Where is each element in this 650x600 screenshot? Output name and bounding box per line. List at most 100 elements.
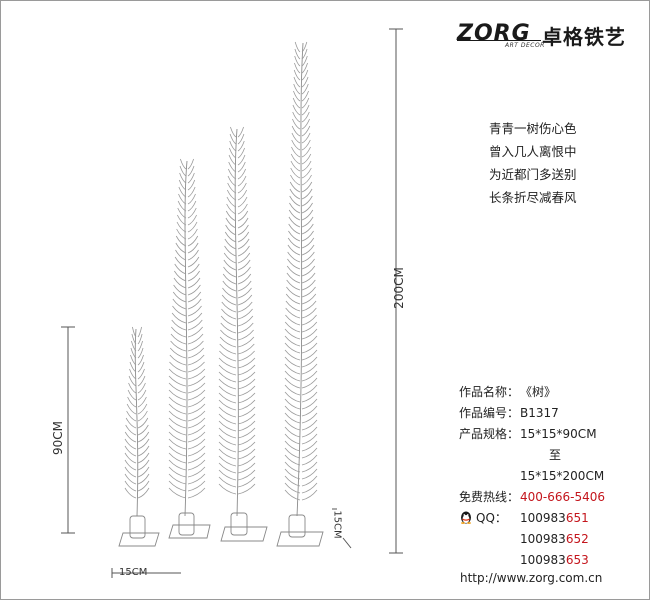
product-info: 作品名称：《树》 作品编号：B1317 产品规格：15*15*90CM 至 15… xyxy=(459,382,605,571)
tree-branch xyxy=(237,364,256,376)
tree-branch xyxy=(237,413,256,425)
tree-branch xyxy=(218,469,237,481)
tree-branch xyxy=(230,126,237,138)
tree-branch xyxy=(301,412,318,424)
tree-branch xyxy=(301,62,308,74)
tree-branch xyxy=(301,76,309,88)
qq-penguin-icon xyxy=(461,511,471,524)
tree-branch xyxy=(169,354,187,366)
tree-branch xyxy=(289,195,301,207)
tree-branch xyxy=(289,188,301,200)
tree-branch xyxy=(218,399,237,411)
tree-branch xyxy=(187,417,206,429)
brand-logo: ZORG ART DECOR 卓格铁艺 xyxy=(457,19,642,49)
tree-branch xyxy=(301,111,310,123)
tree-branch xyxy=(137,466,150,478)
tree-branch xyxy=(187,172,195,184)
tree-branch xyxy=(237,189,248,201)
tree-branch xyxy=(187,361,205,373)
tree-branch xyxy=(237,462,256,474)
tree-branch xyxy=(221,308,237,320)
tree-branch xyxy=(292,104,301,116)
tree-branch xyxy=(218,385,237,397)
tree-branch xyxy=(301,202,313,214)
qq-row-2: 100983652 xyxy=(459,529,605,550)
tree-branch xyxy=(301,174,312,186)
tree-branch xyxy=(187,438,206,450)
tree-branch xyxy=(168,382,187,394)
tree-branch xyxy=(137,340,143,352)
tree-branch xyxy=(218,378,237,390)
tree-branch xyxy=(287,251,301,263)
tree-branch xyxy=(187,298,202,310)
tree-branch xyxy=(178,193,187,205)
tree-branch xyxy=(187,305,202,317)
tree-branch xyxy=(290,167,301,179)
tree-branch xyxy=(169,347,187,359)
tree-branch xyxy=(237,287,252,299)
tree-branch xyxy=(237,483,256,495)
tree-branch xyxy=(187,452,206,464)
tree-branch xyxy=(301,153,312,165)
tree-branch xyxy=(237,273,252,285)
qq-number-1[interactable]: 100983651 xyxy=(520,511,589,525)
tree-branch xyxy=(187,277,201,289)
tree-branch xyxy=(187,431,206,443)
tree-branch xyxy=(219,350,237,362)
tree-branch xyxy=(289,202,301,214)
tree-branch xyxy=(177,200,187,212)
tree-branch xyxy=(301,342,318,354)
tree-branch xyxy=(137,368,145,380)
tree-branch xyxy=(301,195,313,207)
tree-branch xyxy=(179,158,187,170)
tree-branch xyxy=(301,335,318,347)
product-name-row: 作品名称：《树》 xyxy=(459,382,605,403)
tree-branch xyxy=(227,182,237,194)
tree-branch xyxy=(284,489,301,501)
tree-branch xyxy=(237,231,250,243)
tree-branch xyxy=(301,328,318,340)
tree-branch xyxy=(187,375,206,387)
tree-branch xyxy=(218,371,237,383)
tree-branch xyxy=(187,424,206,436)
tree-branch xyxy=(222,287,237,299)
tree-branch xyxy=(288,209,301,221)
tree-branch xyxy=(301,468,318,480)
tree-branch xyxy=(129,368,137,380)
tree-branch xyxy=(301,475,318,487)
tree-branch xyxy=(187,242,199,254)
tree-branch xyxy=(284,370,301,382)
tree-branch xyxy=(286,286,301,298)
tree-branch xyxy=(237,182,247,194)
tree-branch xyxy=(171,312,187,324)
hotline-row: 免费热线：400-666-5406 xyxy=(459,487,605,508)
tree-branch xyxy=(218,434,237,446)
tree-branch xyxy=(179,165,187,177)
tree-branch xyxy=(137,375,146,387)
tree-branch xyxy=(179,172,187,184)
tree-branch xyxy=(168,445,187,457)
tree-branch xyxy=(301,265,316,277)
tree-branch xyxy=(127,396,137,408)
tree-branch xyxy=(237,357,256,369)
tree-branch xyxy=(284,335,301,347)
tree-branch xyxy=(301,482,318,494)
hotline-number[interactable]: 400-666-5406 xyxy=(520,490,606,504)
tree-branch xyxy=(301,279,316,291)
qq-number-3[interactable]: 100983653 xyxy=(520,553,589,567)
tree-branch xyxy=(301,293,317,305)
tree-branch xyxy=(294,48,301,60)
tree-branch xyxy=(301,230,314,242)
tree-branch xyxy=(237,175,247,187)
tree-branch xyxy=(237,154,246,166)
tree-branch xyxy=(187,263,200,275)
tree-branch xyxy=(237,238,250,250)
website-link[interactable]: http://www.zorg.com.cn xyxy=(460,571,603,585)
tree-branch xyxy=(301,104,310,116)
tree-branch xyxy=(221,301,237,313)
tree-branch xyxy=(292,118,301,130)
tree-branch xyxy=(301,370,318,382)
tree-branch xyxy=(124,438,137,450)
qq-number-2[interactable]: 100983652 xyxy=(520,532,589,546)
